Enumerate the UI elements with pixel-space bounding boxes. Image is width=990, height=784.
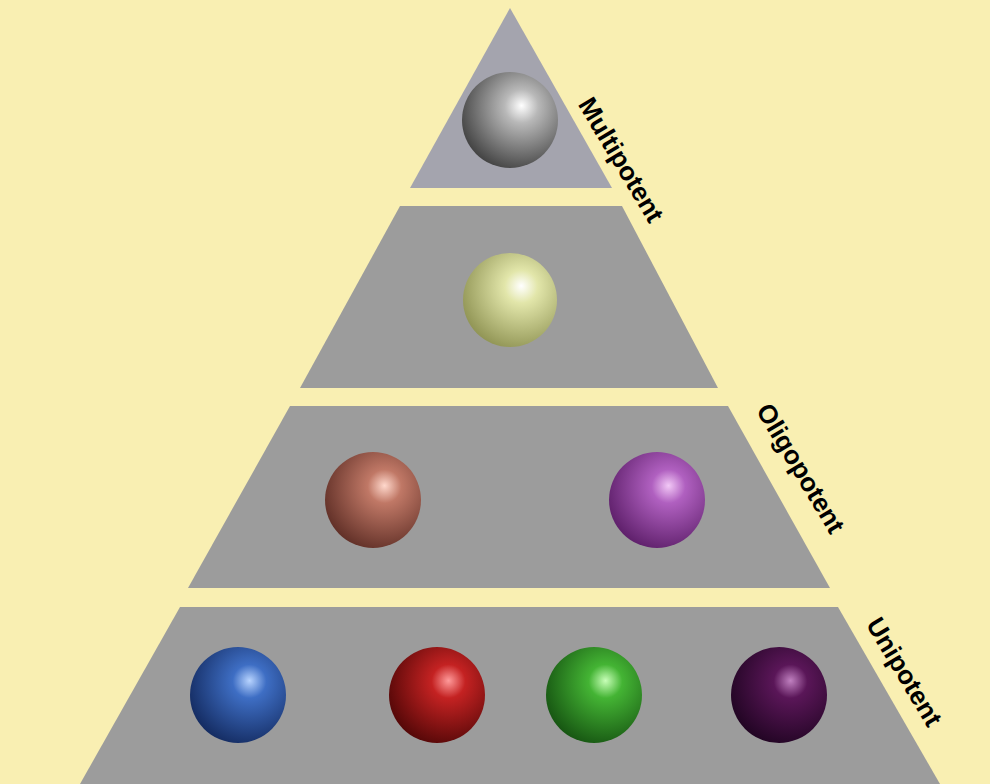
potency-label: Multipotent [572,92,670,228]
pyramid-tier [300,206,718,388]
cell-sphere [546,647,642,743]
cell-sphere [325,452,421,548]
pyramid-tier [80,607,940,784]
potency-label: Unipotent [860,612,948,731]
cell-sphere [463,253,557,347]
cell-sphere [190,647,286,743]
cell-sphere [609,452,705,548]
cell-sphere [389,647,485,743]
cell-sphere [731,647,827,743]
cell-sphere [462,72,558,168]
pyramid-tier [410,8,612,188]
potency-label: Oligopotent [750,398,851,538]
pyramid-tier [188,406,830,588]
